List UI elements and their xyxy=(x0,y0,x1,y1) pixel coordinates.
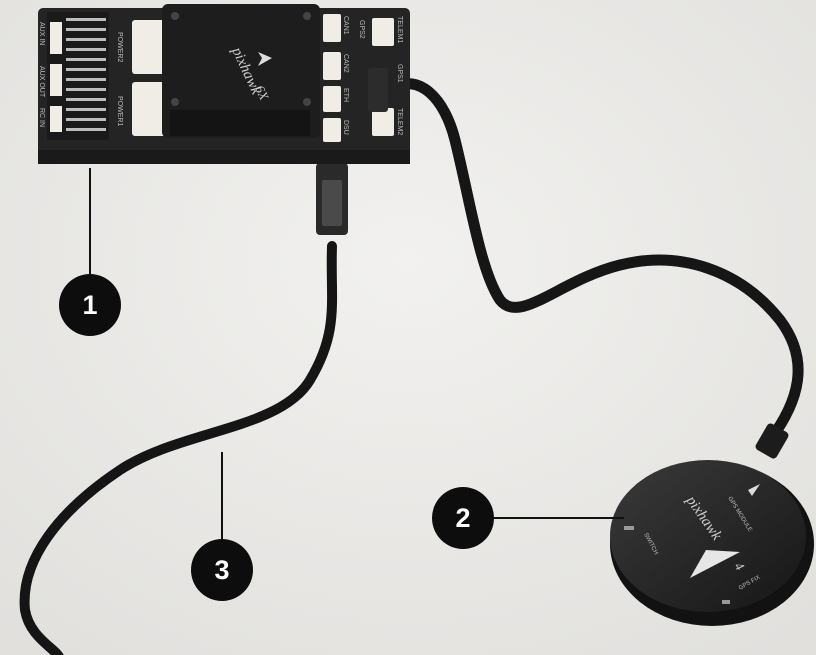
callout-badge-2: 2 xyxy=(432,487,494,549)
gps1-plug xyxy=(368,68,388,112)
aux-in-connector xyxy=(50,22,62,54)
gps-module: pixhawk 4 GPS MODULE SWITCH GPS FIX xyxy=(610,460,814,626)
gps-fix-light xyxy=(722,600,730,604)
flight-controller: pixhawk 6X POWER2 POWER1 AUX IN AUX OUT … xyxy=(38,4,410,164)
screw xyxy=(303,12,311,20)
can2-connector xyxy=(323,52,341,80)
fmu-base xyxy=(170,110,310,136)
gps-small-arrow-icon xyxy=(748,484,760,496)
rc-in-connector xyxy=(50,106,62,132)
label-aux-out: AUX OUT xyxy=(38,66,45,98)
power1-connector xyxy=(132,82,166,136)
screw xyxy=(303,98,311,106)
usb-plug-highlight xyxy=(322,180,342,226)
gps-arrow-icon xyxy=(690,550,740,578)
dsu-connector xyxy=(323,118,341,142)
gps-module-body xyxy=(610,460,806,612)
callout-badge-1: 1 xyxy=(59,274,121,336)
gps-cable-strain-relief xyxy=(755,423,789,459)
label-telem1: TELEM1 xyxy=(396,16,403,43)
flight-controller-base xyxy=(38,150,410,164)
screw xyxy=(171,98,179,106)
switch-light xyxy=(624,526,634,530)
gps-cable xyxy=(381,78,804,446)
fmu-module xyxy=(162,4,320,138)
label-dsu: DSU xyxy=(342,120,349,135)
label-can2: CAN2 xyxy=(342,54,349,73)
can1-connector xyxy=(323,14,341,42)
label-can1: CAN1 xyxy=(342,16,349,35)
callout-badge-3: 3 xyxy=(191,539,253,601)
screw xyxy=(171,12,179,20)
arrow-logo-icon xyxy=(258,52,272,66)
label-eth: ETH xyxy=(342,88,349,102)
servo-pins xyxy=(66,18,106,131)
label-power1: POWER1 xyxy=(116,96,123,126)
aux-out-connector xyxy=(50,64,62,96)
label-telem2: TELEM2 xyxy=(396,108,403,135)
label-gps1: GPS1 xyxy=(396,64,403,83)
eth-connector xyxy=(323,86,341,112)
telem1-connector xyxy=(372,18,394,46)
usb-cable xyxy=(19,241,338,655)
label-rc-in: RC IN xyxy=(38,108,45,127)
label-aux-in: AUX IN xyxy=(38,22,45,45)
telem2-connector xyxy=(372,108,394,136)
label-gps2: GPS2 xyxy=(358,20,365,39)
label-power2: POWER2 xyxy=(116,32,123,62)
power2-connector xyxy=(132,20,166,74)
